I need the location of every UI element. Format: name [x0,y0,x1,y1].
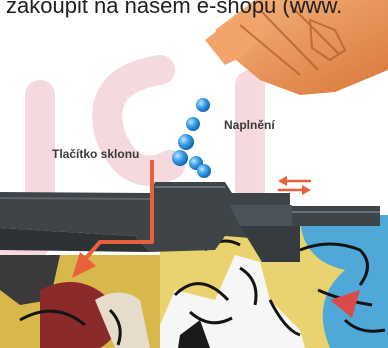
double-arrow-icon [278,176,311,195]
header-text: zakoupit na našem e-shopu (www. [6,0,342,19]
fill-label: Naplnění [224,118,275,132]
tilt-button-label: Tlačítko sklonu [52,147,139,161]
